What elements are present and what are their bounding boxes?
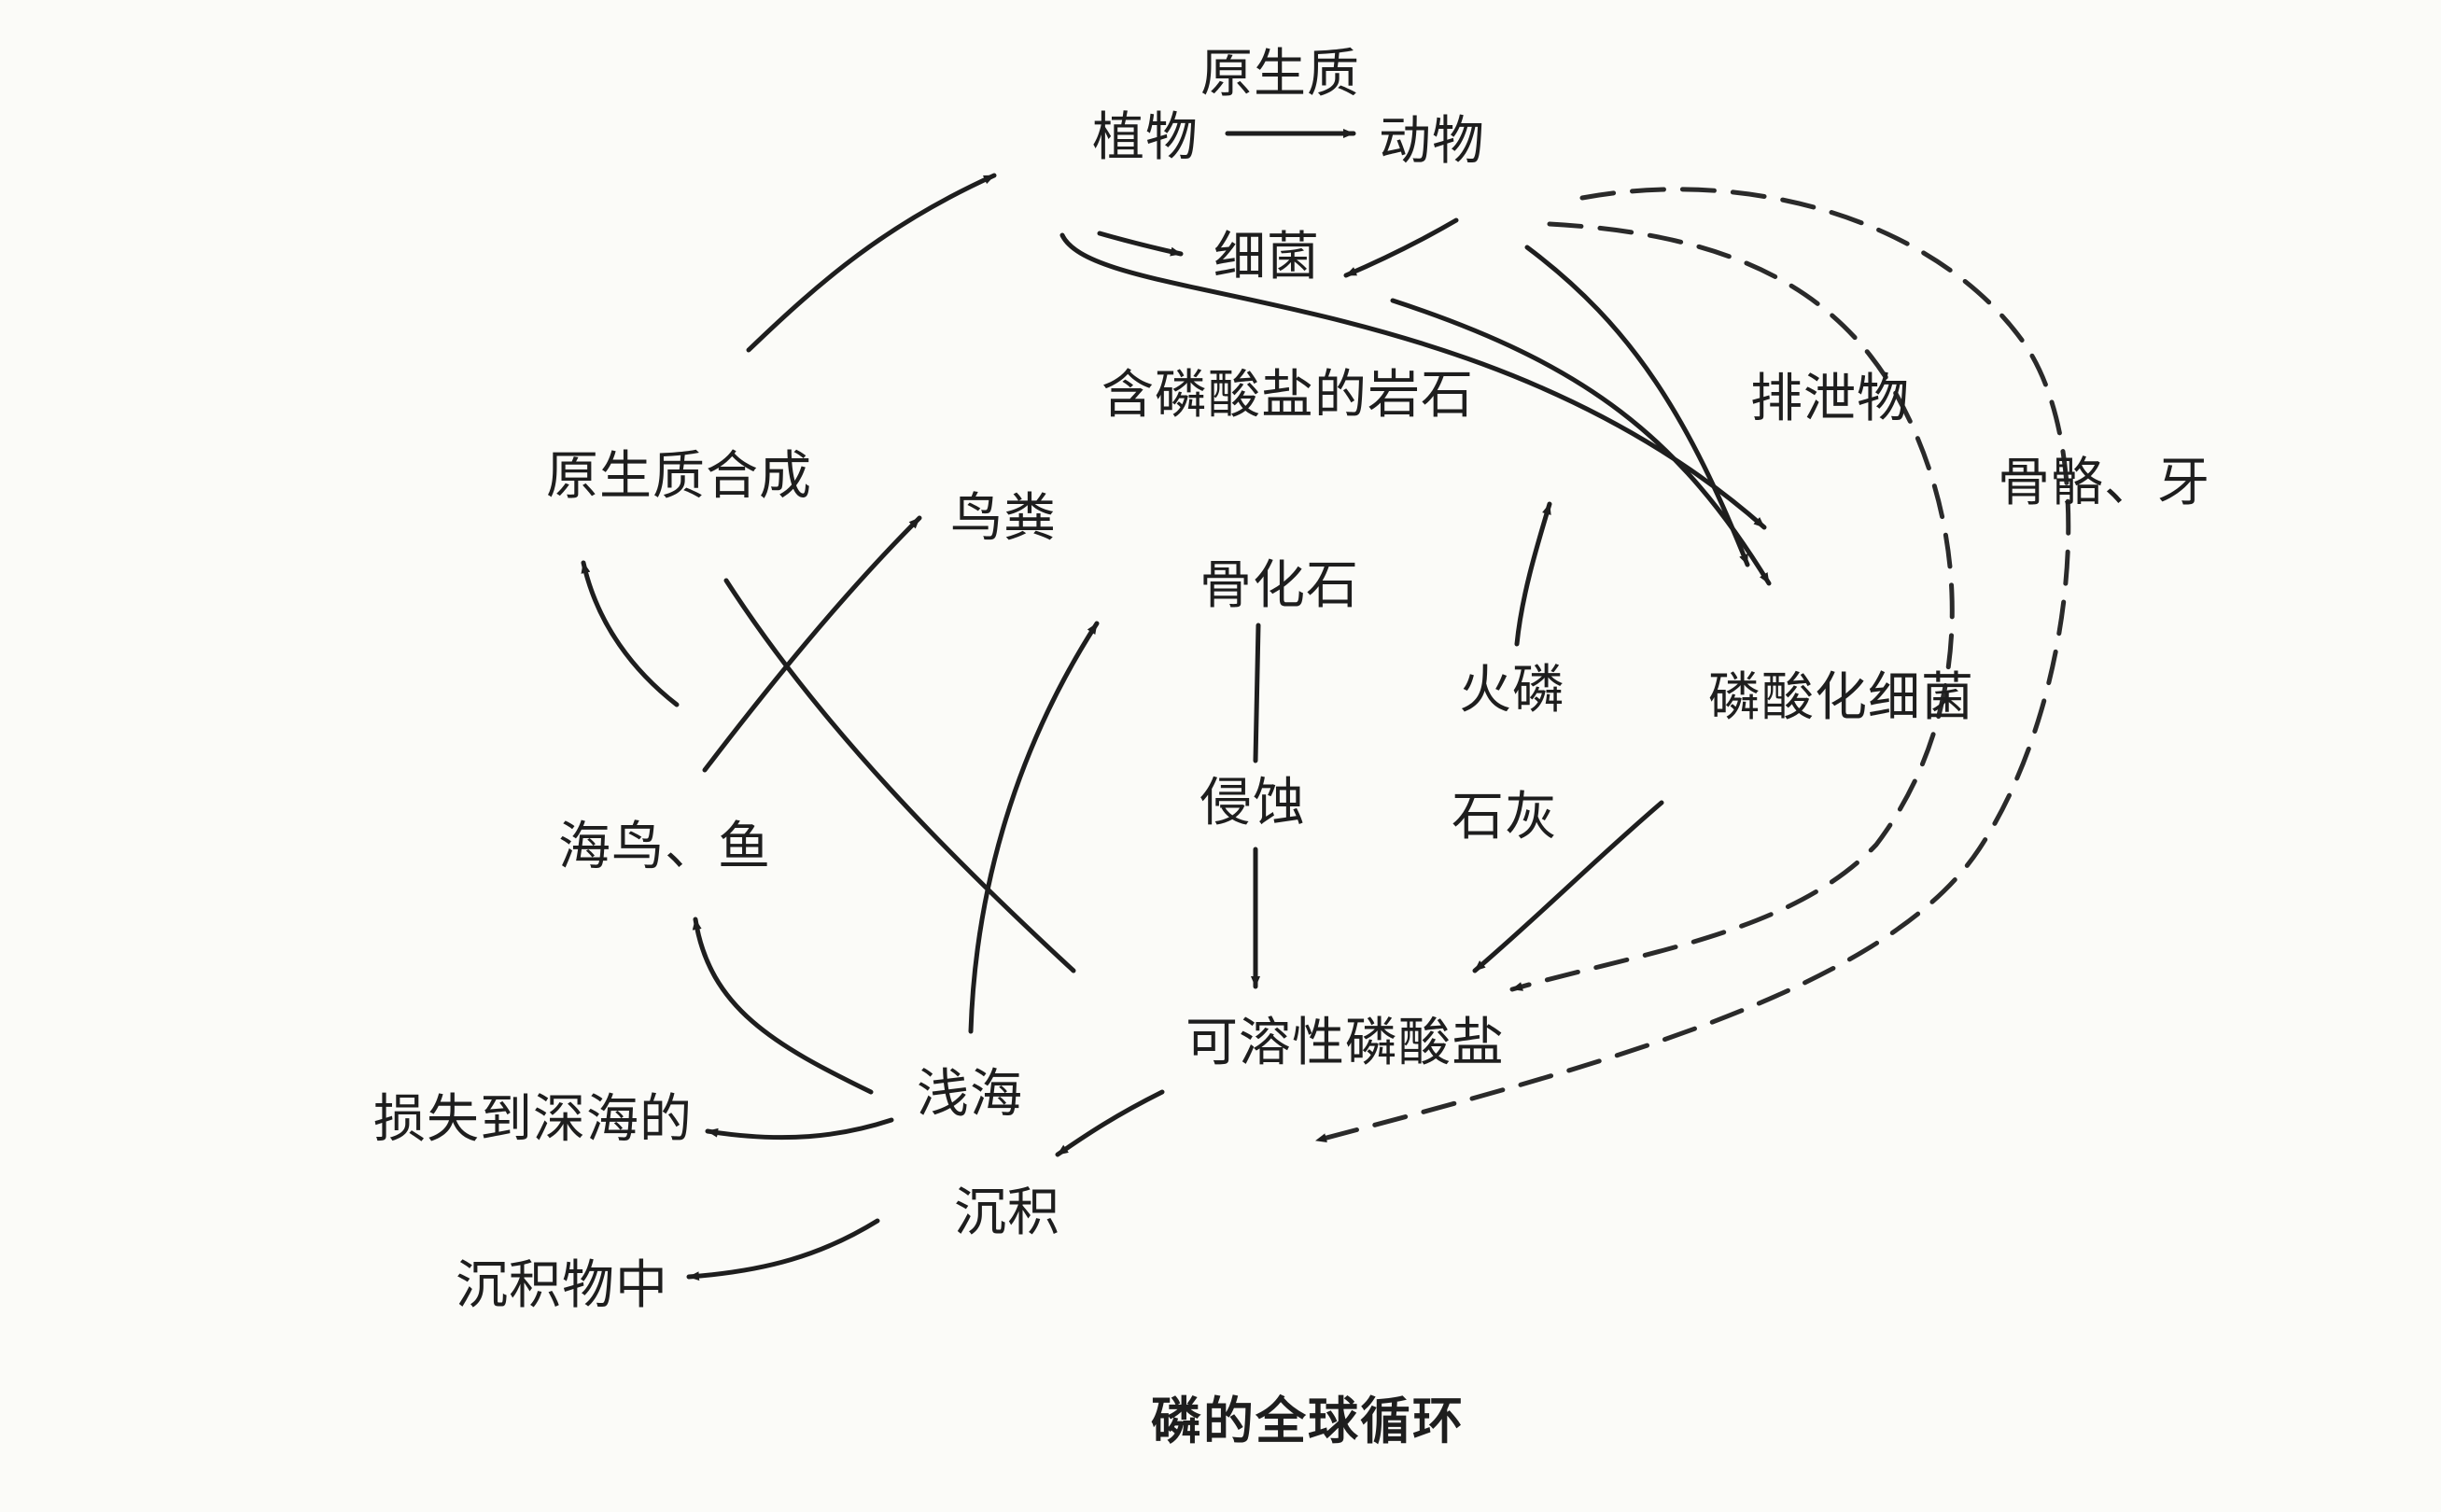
arrow-deposition-to-sediments bbox=[686, 1218, 880, 1281]
arrow-shallow-sea-to-lost bbox=[705, 1117, 894, 1141]
node-phosphate-rock: 含磷酸盐的岩石 bbox=[1101, 365, 1474, 426]
node-in-sediments: 沉积物中 bbox=[456, 1255, 668, 1316]
arrow-bacteria-to-phosphatizing-bacteria bbox=[1059, 232, 1767, 530]
arrow-rock-curve-to-phosphatizing-bacteria bbox=[1390, 298, 1772, 586]
arrow-volcanic-to-rock bbox=[1514, 501, 1552, 647]
node-excreta: 排泄物 bbox=[1750, 369, 1910, 429]
arrow-seabirds-to-guano bbox=[702, 515, 922, 773]
arrow-lime-to-soluble-phosphate bbox=[1472, 800, 1664, 973]
node-lime: 石灰 bbox=[1452, 787, 1558, 847]
node-erosion: 侵蚀 bbox=[1199, 773, 1306, 833]
node-deposition: 沉积 bbox=[954, 1183, 1060, 1243]
node-plants: 植物 bbox=[1092, 107, 1199, 168]
dashed-arrow-bones-to-soluble-phosphate bbox=[1313, 187, 2071, 1143]
node-soluble-phosphate: 可溶性磷酸盐 bbox=[1185, 1013, 1505, 1073]
arrow-synthesis-to-plants bbox=[746, 173, 997, 353]
node-bone-fossil: 骨化石 bbox=[1199, 555, 1359, 616]
dashed-arrow-excreta-to-soluble-phosphate bbox=[1509, 221, 1955, 992]
diagram-caption: 磷的全球循环 bbox=[1151, 1391, 1465, 1450]
node-lost-to-deep-sea: 损失到深海的 bbox=[373, 1089, 693, 1150]
arrow-plants-to-bacteria bbox=[1097, 231, 1184, 257]
node-shallow-sea: 浅海 bbox=[917, 1064, 1023, 1125]
arrow-animals-to-bacteria bbox=[1343, 217, 1459, 278]
node-animals: 动物 bbox=[1379, 111, 1485, 172]
node-bacteria: 细菌 bbox=[1213, 227, 1320, 287]
arrow-seabirds-to-synthesis bbox=[581, 560, 680, 707]
arrow-soluble-phosphate-to-deposition bbox=[1055, 1089, 1165, 1157]
node-bones-teeth: 骨骼、牙 bbox=[1998, 453, 2210, 513]
node-phosphatizing-bacteria: 磷酸化细菌 bbox=[1708, 667, 1974, 728]
line-bone-fossil-to-erosion bbox=[1253, 623, 1261, 763]
arrow-shallow-sea-to-bone-fossil bbox=[968, 621, 1100, 1034]
node-seabirds-fish: 海鸟、鱼 bbox=[558, 817, 771, 877]
node-volcanic-phosphorus: 火磷 bbox=[1459, 660, 1565, 721]
arrow-shallow-sea-to-seabirds bbox=[692, 917, 874, 1095]
node-protoplasm: 原生质 bbox=[1200, 44, 1360, 105]
arrow-excreta-to-phosphatizing-bacteria bbox=[1524, 245, 1750, 567]
node-guano: 鸟粪 bbox=[950, 488, 1057, 549]
node-protoplasm-synthesis: 原生质合成 bbox=[546, 446, 812, 507]
crossing-line bbox=[723, 578, 1076, 973]
